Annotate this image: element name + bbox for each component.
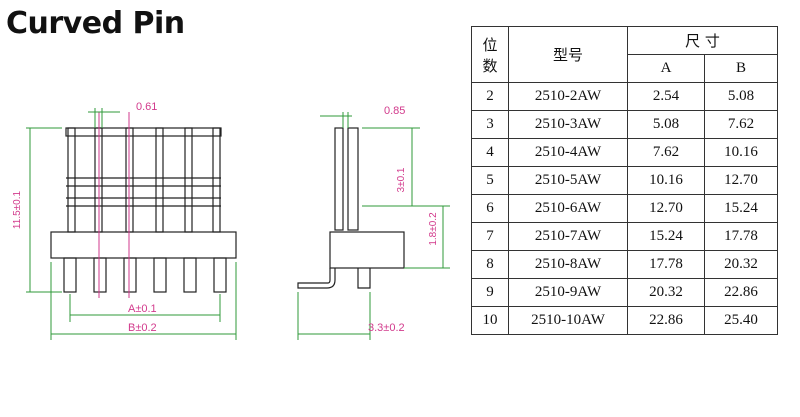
table-row: 4 2510-4AW 7.62 10.16 bbox=[471, 138, 778, 167]
table-row: 3 2510-3AW 5.08 7.62 bbox=[471, 110, 778, 139]
side-view bbox=[297, 127, 405, 289]
top-bar bbox=[65, 127, 222, 137]
dim-pin-thickness: 0.85 bbox=[384, 105, 405, 117]
header-pos: 位 数 bbox=[471, 26, 509, 83]
spec-table: 位 数 型号 尺 寸 A B 2 2510-2AW 2.54 5.08 3 25… bbox=[471, 26, 778, 335]
table-row: 6 2510-6AW 12.70 15.24 bbox=[471, 194, 778, 223]
header-size: 尺 寸 bbox=[627, 26, 778, 55]
page-title: Curved Pin bbox=[6, 6, 185, 41]
dim-3: 3±0.1 bbox=[396, 167, 407, 192]
dim-pin-width: 0.61 bbox=[136, 101, 157, 113]
dim-3-3: 3.3±0.2 bbox=[368, 322, 405, 334]
header-model: 型号 bbox=[508, 26, 628, 83]
table-row: 2 2510-2AW 2.54 5.08 bbox=[471, 82, 778, 111]
dim-a: A±0.1 bbox=[128, 303, 157, 315]
upper-pins bbox=[67, 127, 221, 233]
housing bbox=[50, 231, 237, 259]
lower-pins bbox=[63, 257, 227, 293]
table-row: 5 2510-5AW 10.16 12.70 bbox=[471, 166, 778, 195]
front-view bbox=[50, 127, 237, 293]
table-row: 7 2510-7AW 15.24 17.78 bbox=[471, 222, 778, 251]
dim-1-8: 1.8±0.2 bbox=[428, 212, 439, 246]
connector-drawing: 0.61 11.5±0.1 A±0.1 B±0.2 0.85 3±0.1 1.8… bbox=[12, 101, 450, 340]
table-row: 8 2510-8AW 17.78 20.32 bbox=[471, 250, 778, 279]
header-b: B bbox=[704, 54, 778, 83]
dim-total-height: 11.5±0.1 bbox=[12, 191, 23, 230]
table-row: 10 2510-10AW 22.86 25.40 bbox=[471, 306, 778, 335]
dim-b: B±0.2 bbox=[128, 322, 157, 334]
table-row: 9 2510-9AW 20.32 22.86 bbox=[471, 278, 778, 307]
header-a: A bbox=[627, 54, 705, 83]
